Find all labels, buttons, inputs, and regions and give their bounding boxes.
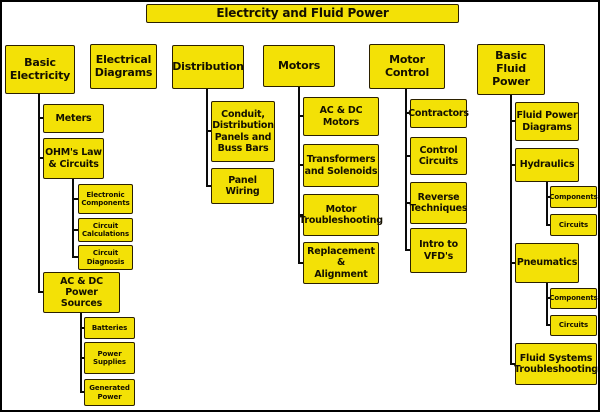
connector-line bbox=[405, 89, 407, 251]
topic-generated-power: Generated Power bbox=[84, 379, 135, 406]
connector-line bbox=[546, 297, 551, 299]
topic-electronic-components: Electronic Components bbox=[78, 184, 133, 214]
topic-pneumatics-circuits: Circuits bbox=[550, 315, 597, 336]
connector-line bbox=[80, 313, 82, 393]
connector-line bbox=[546, 182, 548, 226]
connector-line bbox=[80, 391, 85, 393]
topic-meters: Meters bbox=[43, 104, 104, 133]
connector-line bbox=[80, 357, 85, 359]
topic-circuit-diagnosis: Circuit Diagnosis bbox=[78, 245, 133, 270]
connector-line bbox=[38, 157, 44, 159]
connector-line bbox=[38, 117, 44, 119]
topic-intro-to-vfds: Intro to VFD's bbox=[410, 228, 467, 273]
topic-hydraulics-components: Components bbox=[549, 186, 598, 208]
connector-line bbox=[546, 283, 548, 326]
connector-line bbox=[298, 164, 304, 166]
topic-reverse-techniques: Reverse Techniques bbox=[410, 182, 468, 224]
category-electrical-diagrams: Electrical Diagrams bbox=[90, 44, 157, 89]
connector-line bbox=[546, 224, 551, 226]
category-basic-fluid-power: Basic Fluid Power bbox=[477, 44, 545, 95]
connector-line bbox=[206, 89, 208, 187]
topic-control-circuits: Control Circuits bbox=[410, 137, 467, 175]
topic-contractors: Contractors bbox=[408, 99, 469, 128]
connector-line bbox=[206, 130, 212, 132]
topic-batteries: Batteries bbox=[84, 317, 135, 339]
connector-line bbox=[298, 262, 304, 264]
connector-line bbox=[72, 256, 79, 258]
connector-line bbox=[405, 155, 411, 157]
connector-line bbox=[206, 185, 212, 187]
title-box: Electrcity and Fluid Power bbox=[146, 4, 459, 23]
connector-line bbox=[405, 249, 411, 251]
category-distribution: Distribution bbox=[172, 45, 244, 89]
connector-line bbox=[298, 115, 304, 117]
topic-ac-dc-power-sources: AC & DC Power Sources bbox=[43, 272, 120, 313]
topic-ac-dc-motors: AC & DC Motors bbox=[303, 97, 379, 136]
topic-hydraulics-circuits: Circuits bbox=[550, 214, 597, 236]
connector-line bbox=[298, 214, 304, 216]
connector-line bbox=[72, 229, 79, 231]
topic-fluid-power-diagrams: Fluid Power Diagrams bbox=[515, 102, 579, 141]
connector-line bbox=[38, 291, 44, 293]
category-motors: Motors bbox=[263, 45, 335, 87]
category-basic-electricity: Basic Electricity bbox=[5, 45, 75, 94]
connector-line bbox=[298, 87, 300, 264]
connector-line bbox=[510, 262, 516, 264]
topic-pneumatics: Pneumatics bbox=[515, 243, 579, 283]
connector-line bbox=[38, 94, 40, 293]
topic-power-supplies: Power Supplies bbox=[84, 342, 135, 374]
connector-line bbox=[546, 196, 551, 198]
topic-fluid-systems-troubleshooting: Fluid Systems Troubleshooting bbox=[514, 343, 598, 385]
topic-motor-troubleshooting: Motor Troubleshooting bbox=[299, 194, 383, 236]
topic-replacement-alignment: Replacement & Alignment bbox=[303, 242, 379, 284]
connector-line bbox=[405, 112, 411, 114]
topic-transformers-solenoids: Transformers and Solenoids bbox=[303, 144, 379, 187]
connector-line bbox=[510, 363, 516, 365]
topic-hydraulics: Hydraulics bbox=[515, 148, 579, 182]
topic-circuit-calculations: Circuit Calculations bbox=[78, 218, 133, 242]
connector-line bbox=[72, 198, 79, 200]
connector-line bbox=[510, 95, 512, 365]
connector-line bbox=[510, 164, 516, 166]
topic-pneumatics-components: Components bbox=[549, 288, 598, 309]
connector-line bbox=[546, 324, 551, 326]
category-motor-control: Motor Control bbox=[369, 44, 445, 89]
connector-line bbox=[80, 327, 85, 329]
topic-ohms-law-circuits: OHM's Law & Circuits bbox=[43, 138, 104, 179]
connector-line bbox=[405, 202, 411, 204]
topic-panel-wiring: Panel Wiring bbox=[211, 168, 274, 204]
topic-conduit-distribution-panels: Conduit, Distribution Panels and Buss Ba… bbox=[211, 101, 275, 162]
connector-line bbox=[72, 179, 74, 258]
connector-line bbox=[510, 120, 516, 122]
